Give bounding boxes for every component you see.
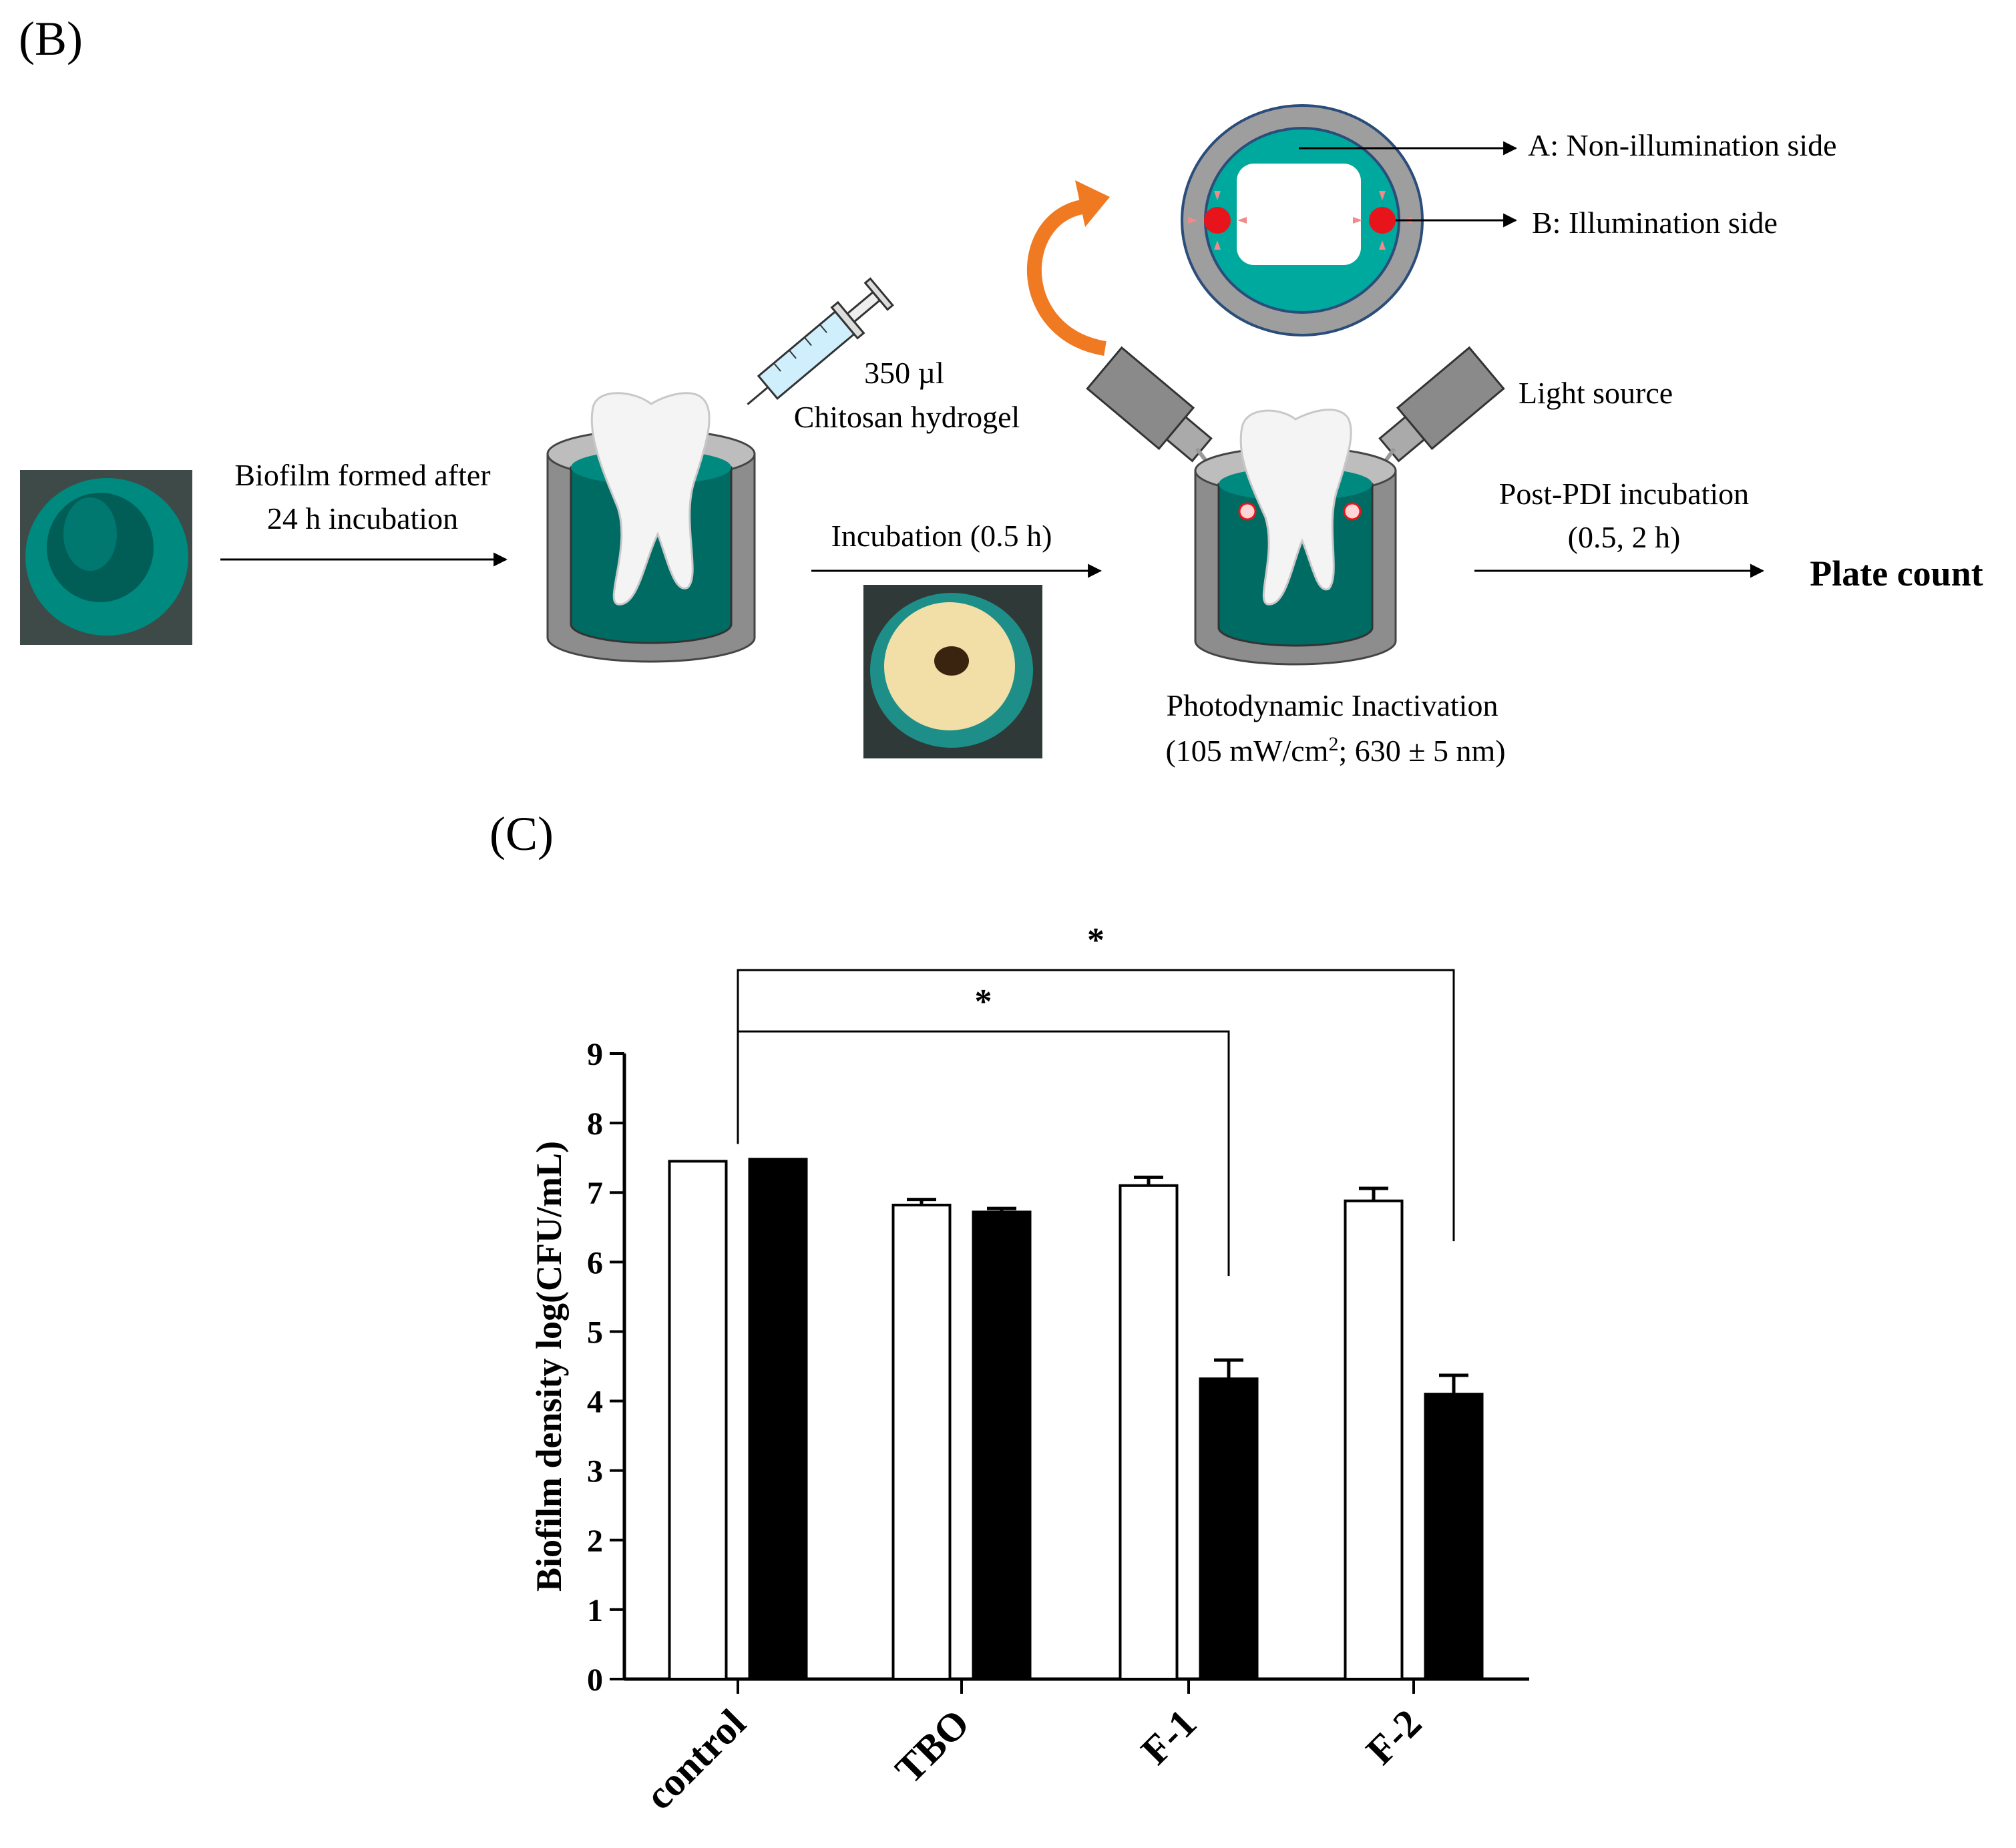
x-tick-label: control — [637, 1701, 755, 1819]
illumination-spot-right — [1369, 207, 1396, 234]
panel-b: (B) Biofilm formed after 24 h incubation — [19, 12, 1983, 768]
y-tick-label: 4 — [587, 1385, 603, 1420]
x-tick-label: TBO — [887, 1701, 978, 1792]
step1-line2: 24 h incubation — [267, 501, 458, 535]
bar — [972, 1210, 1032, 1680]
y-axis-title: Biofilm density log(CFU/mL) — [529, 1141, 569, 1592]
bar — [748, 1158, 808, 1680]
post-line2: (0.5, 2 h) — [1568, 520, 1681, 554]
y-tick-label: 2 — [587, 1524, 603, 1559]
significance-star: * — [975, 983, 992, 1021]
y-tick-label: 1 — [587, 1593, 603, 1628]
y-tick-label: 3 — [587, 1454, 603, 1489]
bar — [1119, 1184, 1179, 1681]
side-b-label: B: Illumination side — [1532, 206, 1778, 240]
x-tick-label: F-1 — [1133, 1701, 1205, 1773]
panel-c-label: (C) — [489, 807, 554, 861]
post-line1: Post-PDI incubation — [1499, 477, 1749, 511]
syringe-content: Chitosan hydrogel — [794, 400, 1020, 434]
y-tick-label: 9 — [587, 1037, 603, 1072]
step2-label: Incubation (0.5 h) — [831, 519, 1052, 553]
cup-with-tooth-2 — [1194, 409, 1397, 666]
y-tick-label: 5 — [587, 1315, 603, 1350]
y-tick-label: 6 — [587, 1245, 603, 1281]
side-a-label: A: Non-illumination side — [1528, 128, 1837, 162]
pdi-line1: Photodynamic Inactivation — [1167, 688, 1498, 722]
bar — [1344, 1199, 1404, 1680]
y-tick-label: 7 — [587, 1176, 603, 1211]
result-label: Plate count — [1810, 553, 1983, 594]
bar — [891, 1203, 952, 1681]
curved-arrowhead-icon — [1075, 180, 1110, 227]
illumination-spot-left — [1204, 207, 1231, 234]
light-source-label: Light source — [1519, 376, 1673, 410]
y-tick-label: 8 — [587, 1106, 603, 1142]
y-tick-label: 0 — [587, 1662, 603, 1698]
syringe-icon — [747, 277, 894, 405]
step1-line1: Biofilm formed after — [234, 458, 490, 492]
bar — [1199, 1377, 1259, 1680]
bar — [668, 1160, 728, 1680]
bar — [1424, 1393, 1484, 1681]
hydrogel-photo — [863, 585, 1042, 758]
panel-b-label: (B) — [19, 12, 83, 65]
significance-bracket — [737, 969, 1455, 1242]
pdi-line2: (105 mW/cm2; 630 ± 5 nm) — [1165, 733, 1505, 768]
biofilm-photo — [20, 470, 192, 645]
cup-with-tooth-1 — [546, 392, 756, 663]
syringe-volume: 350 µl — [864, 356, 944, 390]
x-tick-label: F-2 — [1358, 1701, 1430, 1773]
top-view-ring — [1181, 104, 1424, 336]
significance-star: * — [1087, 921, 1104, 959]
curved-arrow-icon — [1026, 200, 1107, 356]
